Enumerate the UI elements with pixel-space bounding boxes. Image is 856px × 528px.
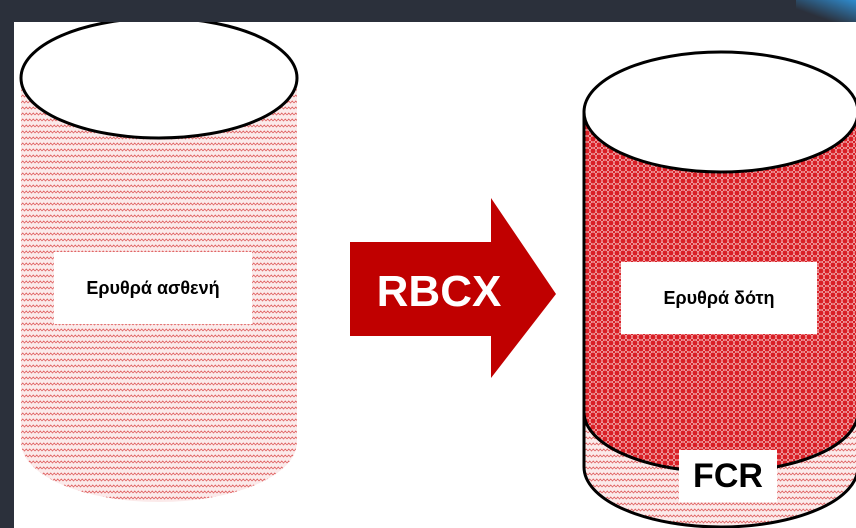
right-arrow-icon [350,198,556,378]
diagram-svg: RBCX [19,22,856,528]
right-cylinder-bottom-label: FCR [679,450,777,502]
right-cylinder-top [582,50,856,174]
left-cylinder-label: Ερυθρά ασθενή [54,252,252,324]
right-cylinder [582,50,856,528]
slide-canvas: RBCX Ερυθρά ασθενή Ερυθρά δότη FCR [14,22,856,528]
left-cylinder-top [19,22,299,140]
corner-accent [796,0,856,22]
right-cylinder-label: Ερυθρά δότη [621,262,817,334]
arrow-label: RBCX [377,267,502,316]
